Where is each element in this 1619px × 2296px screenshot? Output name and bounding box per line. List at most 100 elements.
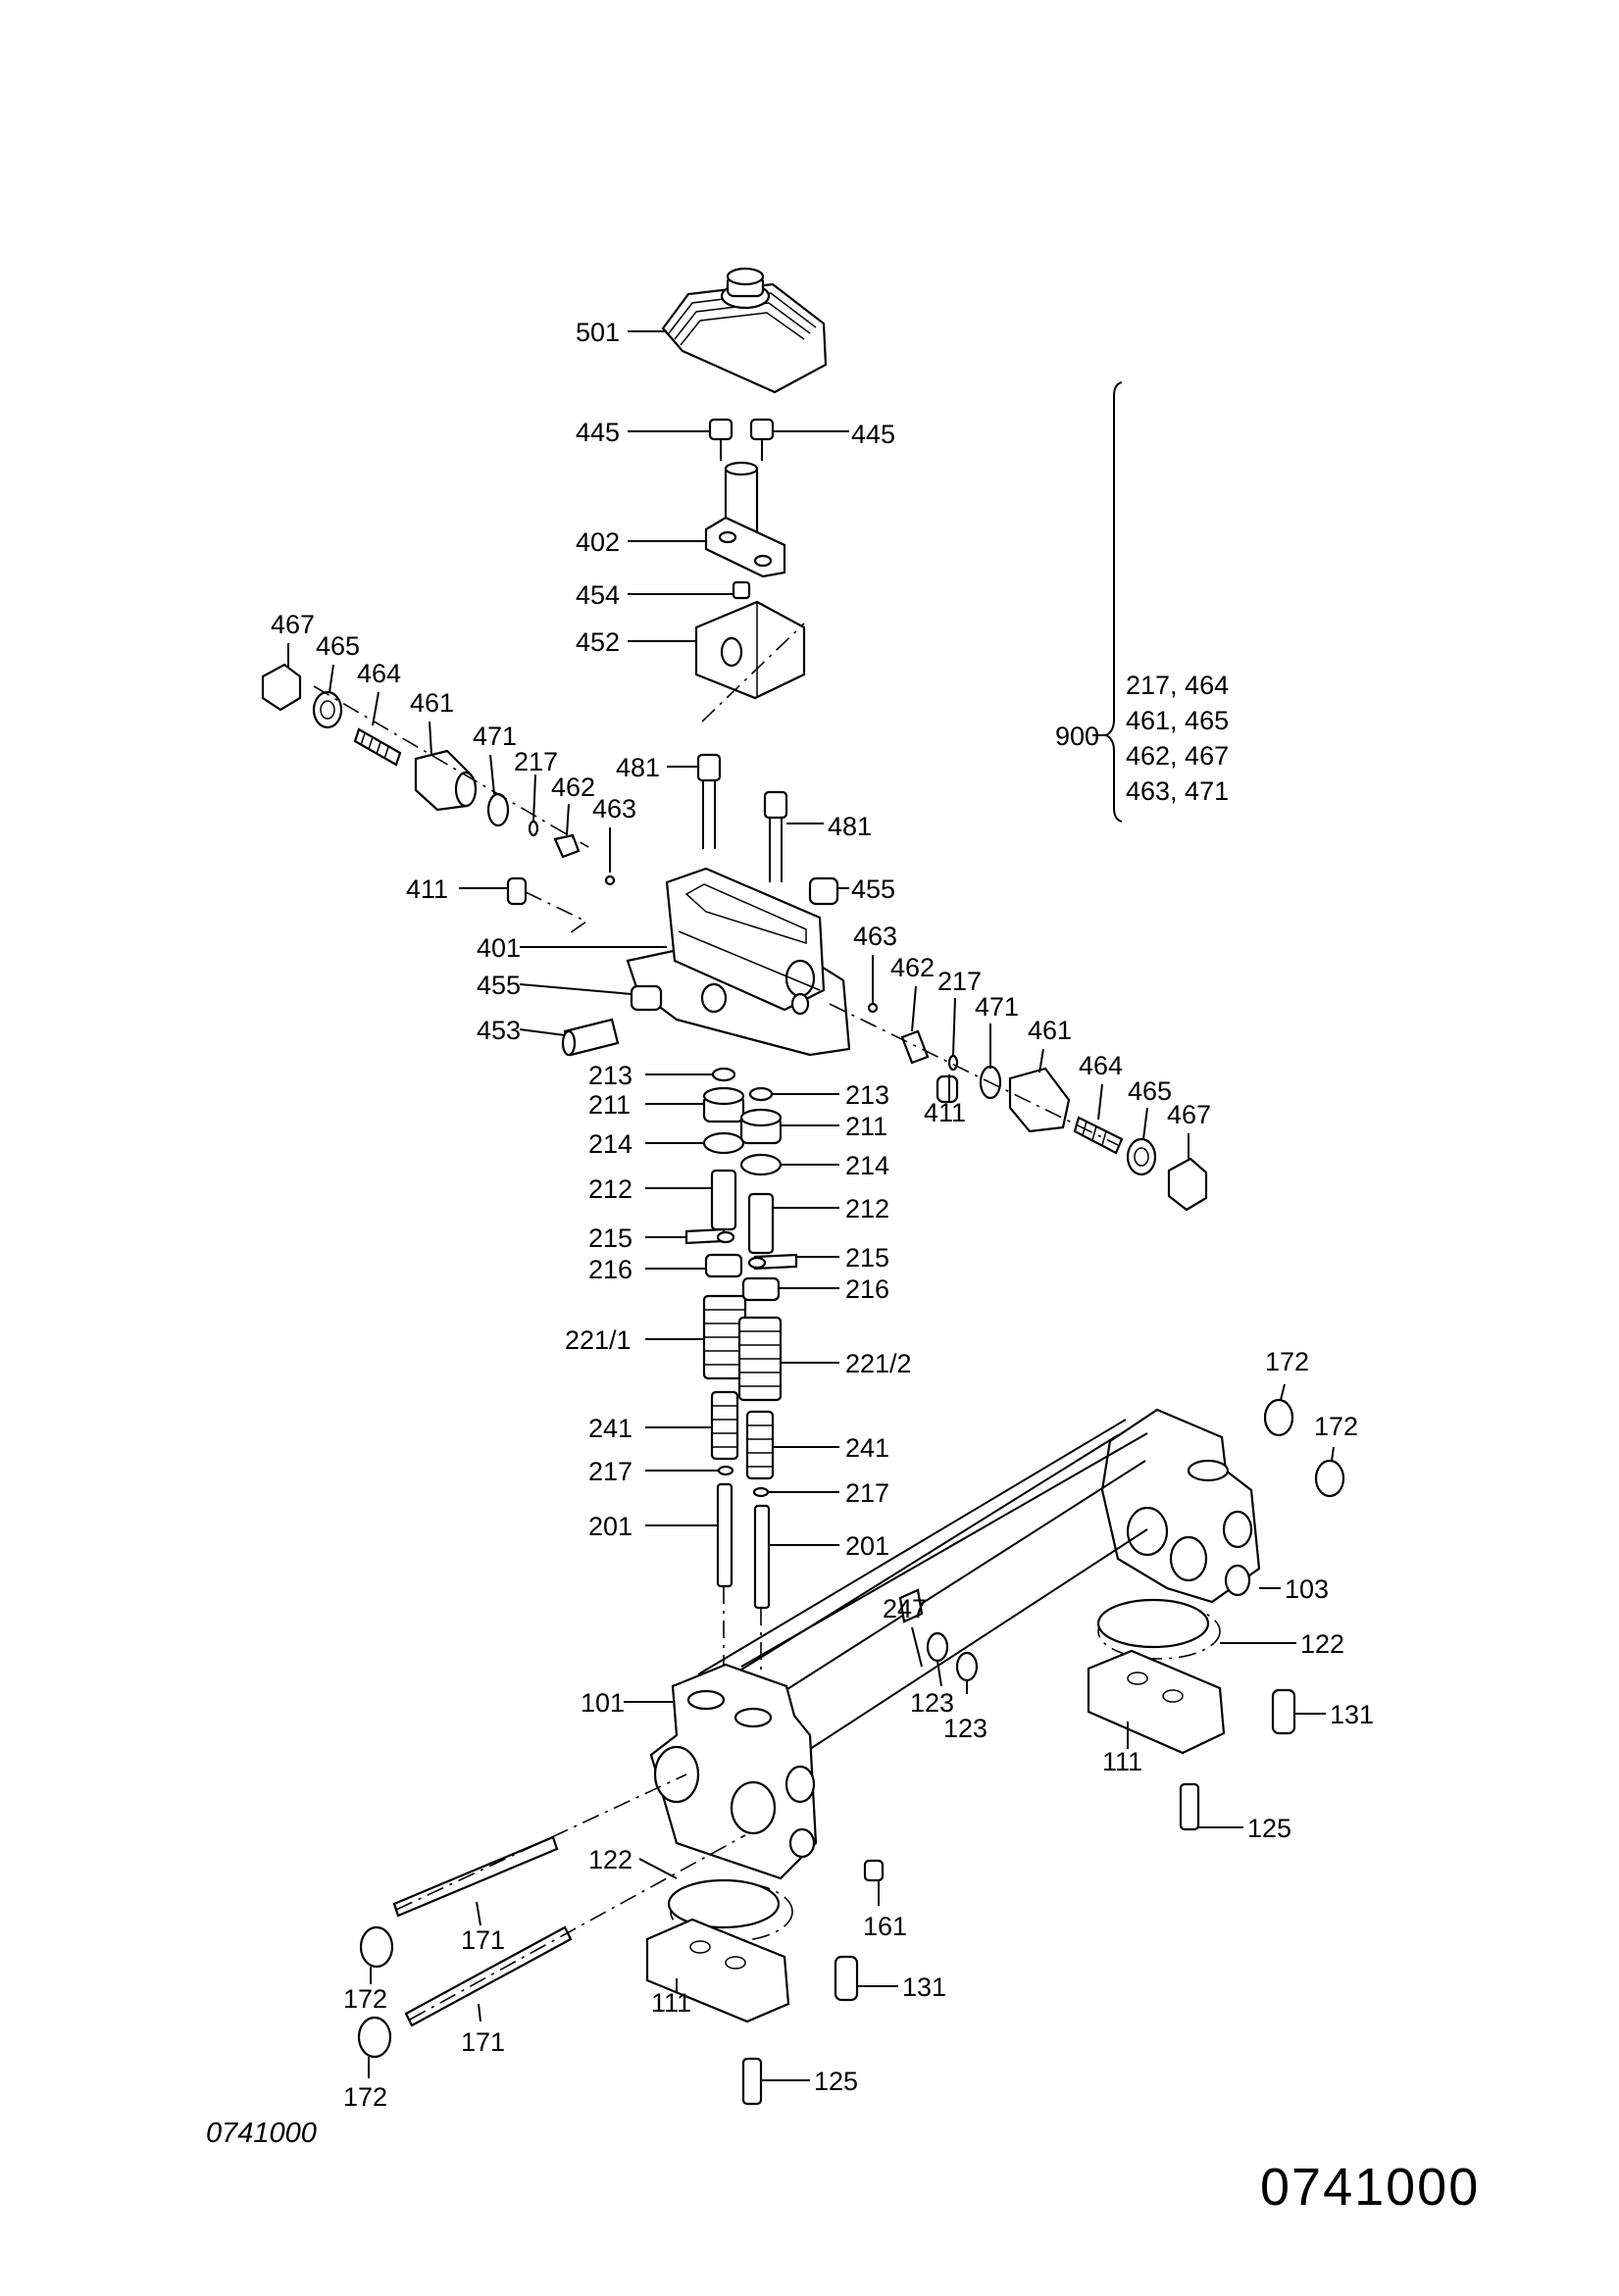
callout-label: 171 — [461, 2027, 505, 2057]
part-ball-463-left — [604, 874, 616, 886]
callout-label: 201 — [845, 1531, 889, 1561]
part-screw-445-left — [708, 418, 734, 461]
part-cap-467-right — [1167, 1157, 1208, 1212]
part-nut-172-a — [1263, 1398, 1294, 1437]
kit-line-4: 463, 471 — [1126, 776, 1229, 806]
part-bolt-481-left — [696, 753, 722, 849]
callout-label: 464 — [357, 659, 401, 688]
part-fitting-461-right — [1008, 1067, 1071, 1133]
callout-label: 122 — [588, 1845, 632, 1874]
callout-label: 402 — [576, 527, 620, 557]
callout-label: 221/1 — [565, 1325, 632, 1355]
callout-label: 461 — [410, 688, 454, 718]
callout-label: 212 — [845, 1194, 889, 1223]
callout-label: 471 — [975, 992, 1019, 1022]
callout-label: 463 — [853, 922, 897, 951]
callout-label: 411 — [406, 874, 448, 904]
part-pin-131-left — [834, 1955, 859, 2002]
part-cam-452 — [694, 600, 806, 723]
callout-label: 401 — [477, 933, 521, 963]
part-oring-217-right — [947, 1054, 959, 1072]
stack-left — [684, 1067, 747, 1686]
kit-label: 900 — [1055, 722, 1099, 751]
axis-left-fittings — [313, 685, 589, 848]
callout-label: 161 — [863, 1912, 907, 1941]
callout-label: 445 — [851, 420, 895, 449]
callout-label: 217 — [514, 747, 558, 776]
part-body-103 — [1100, 1408, 1261, 1604]
part-oring-217-left — [528, 820, 539, 837]
callout-label: 217 — [937, 967, 982, 996]
part-ball-463-right — [867, 1002, 879, 1014]
callout-label: 241 — [845, 1433, 889, 1463]
callout-label: 462 — [551, 773, 595, 802]
page-code: 0741000 — [1260, 2158, 1481, 2217]
callout-label: 241 — [588, 1414, 632, 1443]
part-nut-172-c — [359, 1925, 394, 1969]
part-plug-411-left — [506, 876, 588, 936]
part-nut-465-right — [1126, 1137, 1157, 1176]
kit-line-2: 461, 465 — [1126, 706, 1229, 735]
callout-label: 455 — [851, 874, 895, 904]
callout-label: 123 — [943, 1714, 987, 1743]
part-bushing-455-right — [808, 876, 839, 906]
callout-label: 481 — [616, 753, 660, 782]
part-oring-123-a — [926, 1631, 949, 1663]
part-plug-454 — [732, 580, 751, 600]
callout-label: 216 — [588, 1255, 632, 1284]
part-rod-171-lower — [404, 1834, 746, 2027]
callout-label: 201 — [588, 1512, 632, 1541]
kit-line-1: 217, 464 — [1126, 671, 1229, 700]
kit-callout: 900 217, 464 461, 465 462, 467 463, 471 — [1055, 671, 1229, 806]
axis-right-fittings — [829, 1003, 1119, 1146]
callout-label: 471 — [473, 722, 517, 751]
callout-label: 462 — [890, 953, 935, 982]
part-spring-464-left — [353, 727, 402, 767]
callout-label: 215 — [845, 1243, 889, 1273]
part-pin-462-left — [553, 833, 581, 859]
part-nut-465-left — [312, 690, 343, 729]
callout-label: 481 — [828, 812, 872, 841]
callout-label: 131 — [1330, 1700, 1374, 1729]
part-pin-462-right — [900, 1029, 930, 1065]
part-body-101 — [649, 1663, 818, 1880]
part-cap-467-left — [261, 663, 302, 712]
callout-label: 211 — [845, 1112, 887, 1141]
callout-label: 465 — [1128, 1076, 1172, 1106]
callout-label: 465 — [316, 631, 360, 661]
part-bolt-481-right — [763, 790, 788, 882]
part-boot-501 — [661, 267, 828, 394]
part-fitting-461-left — [414, 749, 478, 812]
callout-label: 217 — [845, 1478, 889, 1508]
part-bolt-125-right — [1179, 1782, 1200, 1831]
callout-label: 123 — [910, 1688, 954, 1718]
part-bolt-125-left — [741, 2057, 763, 2106]
callout-label: 172 — [343, 1984, 387, 2014]
callout-label: 454 — [576, 580, 620, 610]
callout-label: 463 — [592, 794, 636, 824]
callout-label: 215 — [588, 1223, 632, 1253]
part-nut-172-b — [1314, 1459, 1345, 1498]
callout-label: 464 — [1079, 1051, 1123, 1080]
callout-label: 172 — [343, 2082, 387, 2112]
callout-label: 172 — [1314, 1412, 1358, 1441]
part-casing-401 — [626, 867, 851, 1057]
part-sleeve-247 — [898, 1588, 924, 1623]
callout-label: 453 — [477, 1016, 521, 1045]
kit-line-3: 462, 467 — [1126, 741, 1229, 771]
part-bushing-455-left — [630, 984, 663, 1012]
callout-label: 445 — [576, 418, 620, 447]
callout-label: 455 — [477, 971, 521, 1000]
callout-label: 103 — [1285, 1574, 1329, 1604]
callout-label: 213 — [845, 1080, 889, 1110]
callout-label: 216 — [845, 1274, 889, 1304]
callout-label: 461 — [1028, 1016, 1072, 1045]
callout-label: 125 — [1247, 1814, 1291, 1843]
callout-label: 111 — [651, 1988, 691, 2018]
part-plug-411-right — [936, 1074, 959, 1104]
callout-label: 214 — [845, 1151, 889, 1180]
kit-bracket — [1092, 381, 1123, 823]
callout-label: 501 — [576, 318, 620, 347]
callout-label: 221/2 — [845, 1349, 912, 1378]
